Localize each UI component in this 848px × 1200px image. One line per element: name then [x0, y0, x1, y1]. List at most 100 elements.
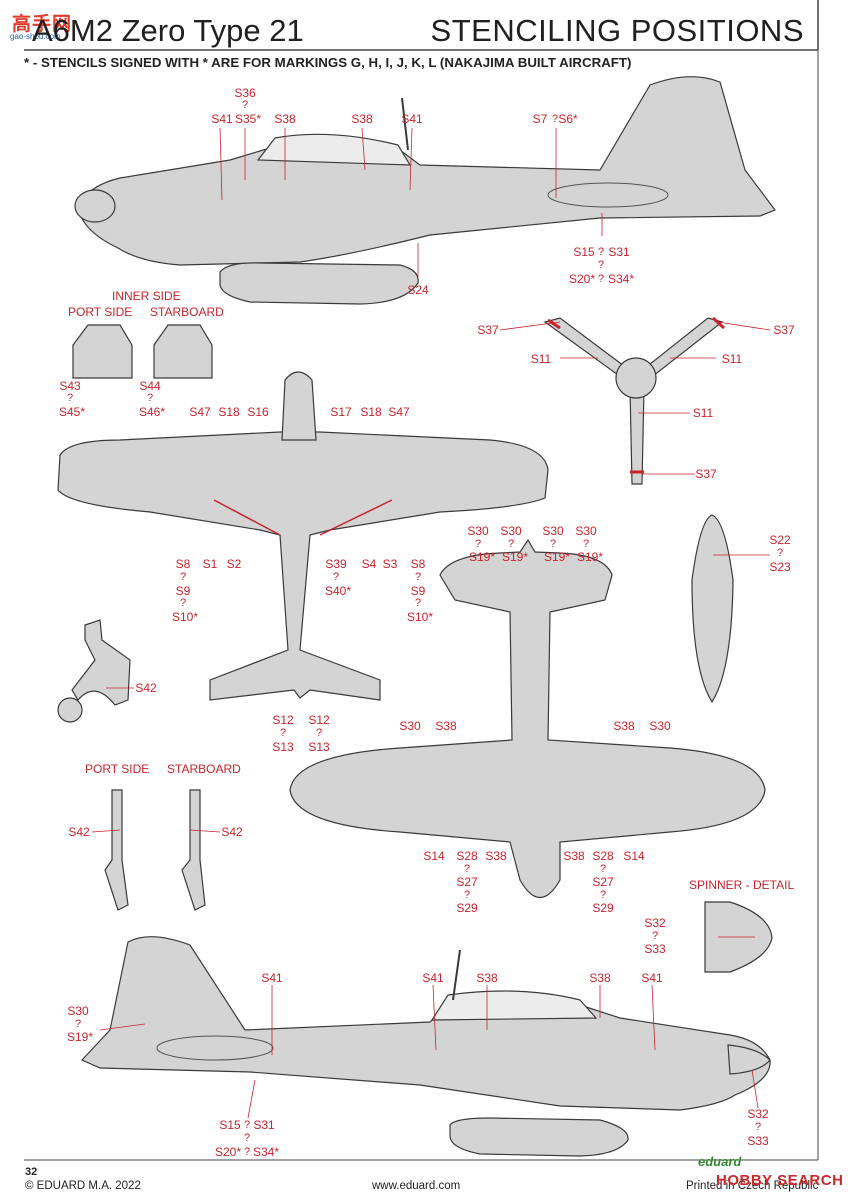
label-sep: ?	[243, 1132, 251, 1144]
label-sep: ?	[549, 538, 557, 550]
label-s42: S42	[221, 825, 243, 839]
gear-doors	[72, 324, 213, 379]
label-s6: S6*	[558, 112, 578, 126]
label-sep: ?	[414, 571, 422, 583]
label-s8: S8	[175, 557, 191, 571]
hobby-search-watermark: HOBBY SEARCH	[716, 1172, 844, 1189]
label-s32: S32	[747, 1107, 769, 1121]
label-sep: ?	[66, 392, 74, 404]
heading-spinner-detail: SPINNER - DETAIL	[689, 878, 795, 892]
label-s29: S29	[456, 901, 478, 915]
label-sep: ?	[463, 889, 471, 901]
website-link[interactable]: www.eduard.com	[372, 1180, 461, 1192]
label-s27: S27	[592, 875, 614, 889]
label-s11: S11	[721, 352, 743, 366]
label-s13: S13	[272, 740, 294, 754]
label-s30: S30	[575, 524, 597, 538]
label-sep: ?	[776, 547, 784, 559]
label-s30: S30	[399, 719, 421, 733]
label-s11: S11	[530, 352, 552, 366]
label-s15: S15	[573, 245, 595, 259]
label-sep: ?	[474, 538, 482, 550]
label-s12: S12	[308, 713, 330, 727]
label-s32: S32	[644, 916, 666, 930]
label-sep: ?	[179, 571, 187, 583]
label-s41: S41	[211, 112, 233, 126]
label-s41: S41	[261, 971, 283, 985]
label-sep: ?	[243, 1119, 251, 1131]
label-s19: S19*	[501, 550, 529, 564]
eduard-logo: eduard	[698, 1154, 742, 1169]
label-s47: S47	[388, 405, 410, 419]
heading-port-side-2: PORT SIDE	[85, 762, 150, 776]
heading-port-side: PORT SIDE	[68, 305, 133, 319]
label-s10: S10*	[171, 610, 199, 624]
watermark-site-url: gao-shou.com	[10, 32, 61, 41]
label-sep: ?	[599, 863, 607, 875]
label-sep: ?	[414, 597, 422, 609]
label-s38: S38	[589, 971, 611, 985]
label-sep: ?	[179, 597, 187, 609]
label-s7: S7	[532, 112, 548, 126]
label-s12: S12	[272, 713, 294, 727]
label-sep: ?	[243, 1146, 251, 1158]
heading-starboard: STARBOARD	[150, 305, 224, 319]
label-s27: S27	[456, 875, 478, 889]
label-s8: S8	[410, 557, 426, 571]
label-s33: S33	[644, 942, 666, 956]
label-sep: ?	[754, 1121, 762, 1133]
label-s30: S30	[542, 524, 564, 538]
label-s11: S11	[692, 406, 714, 420]
bottom-plan-view	[289, 538, 766, 898]
label-s2: S2	[226, 557, 242, 571]
label-s23: S23	[769, 560, 791, 574]
label-s18: S18	[218, 405, 240, 419]
label-s33: S33	[747, 1134, 769, 1148]
watermark-site-name: 高手网	[12, 14, 73, 35]
label-s29: S29	[592, 901, 614, 915]
label-s36: S36	[234, 86, 256, 100]
label-s28: S28	[456, 849, 478, 863]
label-s37: S37	[477, 323, 499, 337]
label-sep: ?	[332, 571, 340, 583]
label-sep: ?	[599, 889, 607, 901]
side-view-left-profile	[74, 76, 776, 305]
label-s22: S22	[769, 533, 791, 547]
label-sep: ?	[597, 259, 605, 271]
propeller	[543, 317, 724, 485]
label-s28: S28	[592, 849, 614, 863]
label-s38: S38	[613, 719, 635, 733]
label-s37: S37	[773, 323, 795, 337]
label-s38: S38	[351, 112, 373, 126]
label-s31: S31	[253, 1118, 275, 1132]
label-sep: ?	[507, 538, 515, 550]
label-s19: S19*	[543, 550, 571, 564]
label-s38: S38	[435, 719, 457, 733]
label-s9: S9	[410, 584, 426, 598]
label-sep: ?	[597, 246, 605, 258]
label-sep: ?	[279, 727, 287, 739]
label-s40: S40*	[324, 584, 352, 598]
side-view-right-profile	[80, 936, 771, 1157]
label-sep: ?	[74, 1018, 82, 1030]
stencil-note: * - STENCILS SIGNED WITH * ARE FOR MARKI…	[24, 55, 632, 70]
label-s3: S3	[382, 557, 398, 571]
label-s19: S19*	[468, 550, 496, 564]
label-sep: ?	[582, 538, 590, 550]
label-s30: S30	[500, 524, 522, 538]
label-s18: S18	[360, 405, 382, 419]
label-s37: S37	[695, 467, 717, 481]
label-s45: S45*	[58, 405, 86, 419]
label-s38: S38	[563, 849, 585, 863]
drop-tank	[691, 514, 734, 704]
label-s30: S30	[467, 524, 489, 538]
label-s39: S39	[325, 557, 347, 571]
label-s38: S38	[476, 971, 498, 985]
label-sep: ?	[551, 113, 559, 125]
label-s41: S41	[422, 971, 444, 985]
label-s41: S41	[641, 971, 663, 985]
label-sep: ?	[463, 863, 471, 875]
label-s46: S46*	[138, 405, 166, 419]
label-s13: S13	[308, 740, 330, 754]
